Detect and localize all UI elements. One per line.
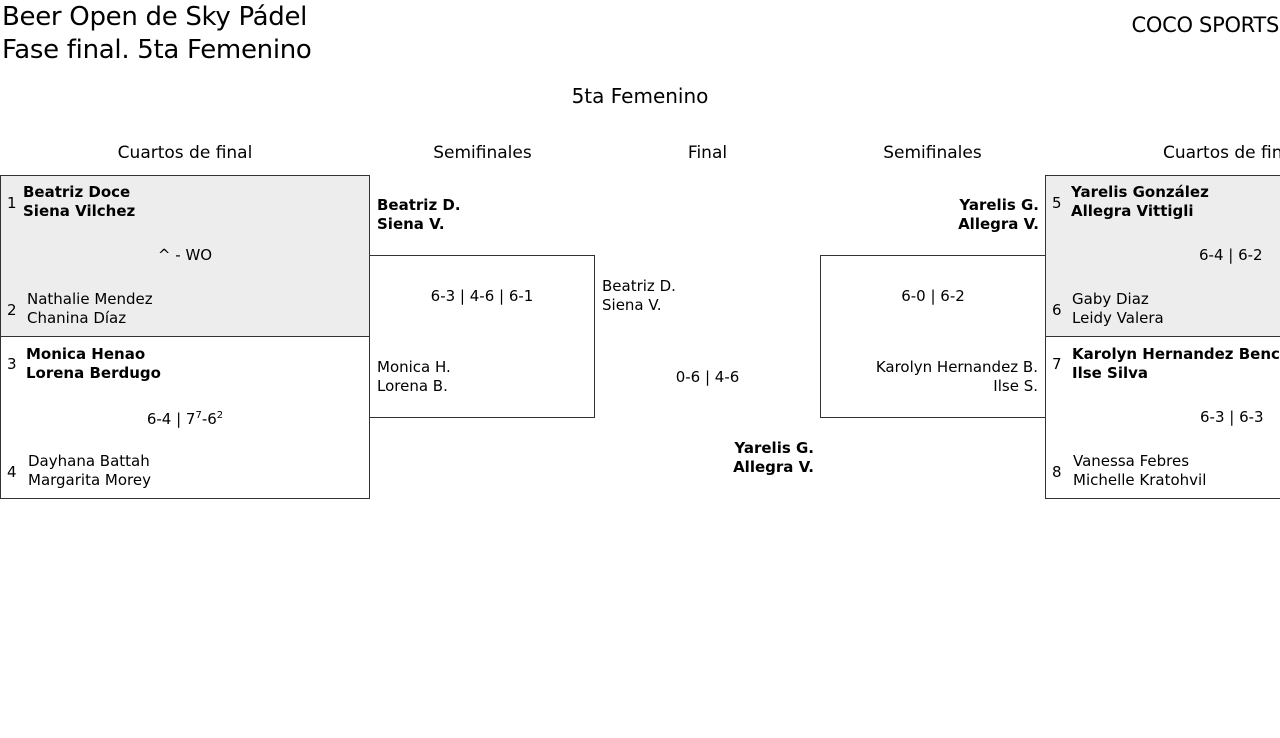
player-name: Beatriz D. bbox=[377, 196, 461, 214]
player-name: Yarelis G. bbox=[959, 196, 1039, 214]
player-name: Siena Vilchez bbox=[23, 202, 136, 220]
seed-number: 1 bbox=[7, 194, 17, 212]
left-qf-match-1[interactable] bbox=[0, 175, 370, 337]
match-score: ^ - WO bbox=[157, 246, 213, 264]
player-name: Lorena B. bbox=[377, 377, 448, 395]
round-header-right-semifinals: Semifinales bbox=[883, 143, 982, 163]
player-name: Siena V. bbox=[377, 215, 445, 233]
player-name: Ilse Silva bbox=[1072, 364, 1149, 382]
player-name: Monica H. bbox=[377, 358, 451, 376]
team-winner: Yarelis González Allegra Vittigli bbox=[1071, 183, 1209, 221]
match-score: 6-0 | 6-2 bbox=[901, 287, 965, 305]
phase-title: Fase final. 5ta Femenino bbox=[2, 35, 312, 65]
player-name: Beatriz D. bbox=[602, 277, 676, 295]
player-name: Nathalie Mendez bbox=[27, 290, 153, 308]
player-name: Vanessa Febres bbox=[1073, 452, 1190, 470]
left-sf-bottom-team: Monica H. Lorena B. bbox=[377, 358, 451, 396]
player-name: Allegra V. bbox=[958, 215, 1039, 233]
seed-number: 8 bbox=[1052, 463, 1062, 481]
team-loser: Gaby Diaz Leidy Valera bbox=[1072, 290, 1164, 328]
seed-number: 6 bbox=[1052, 301, 1062, 319]
seed-number: 7 bbox=[1052, 355, 1062, 373]
player-name: Monica Henao bbox=[26, 345, 146, 363]
seed-number: 2 bbox=[7, 301, 17, 319]
round-header-left-quarterfinals: Cuartos de final bbox=[117, 143, 253, 163]
player-name: Leidy Valera bbox=[1072, 309, 1164, 327]
team-winner: Monica Henao Lorena Berdugo bbox=[26, 345, 161, 383]
seed-number: 5 bbox=[1052, 194, 1062, 212]
right-qf-match-2[interactable] bbox=[1045, 336, 1280, 499]
player-name: Allegra Vittigli bbox=[1071, 202, 1194, 220]
player-name: Allegra V. bbox=[733, 458, 814, 476]
round-header-right-quarterfinals: Cuartos de fin bbox=[1163, 143, 1280, 163]
left-sf-top-team: Beatriz D. Siena V. bbox=[377, 196, 461, 234]
seed-number: 3 bbox=[7, 355, 17, 373]
team-winner: Karolyn Hernandez Bencom Ilse Silva bbox=[1072, 345, 1280, 383]
right-qf-match-1[interactable] bbox=[1045, 175, 1280, 337]
team-loser: Nathalie Mendez Chanina Díaz bbox=[27, 290, 153, 328]
player-name: Margarita Morey bbox=[28, 471, 151, 489]
player-name: Ilse S. bbox=[993, 377, 1038, 395]
brand-name: COCO SPORTS bbox=[1131, 13, 1279, 37]
player-name: Gaby Diaz bbox=[1072, 290, 1149, 308]
right-sf-bottom-team: Karolyn Hernandez B. Ilse S. bbox=[876, 358, 1038, 396]
player-name: Chanina Díaz bbox=[27, 309, 127, 327]
player-name: Karolyn Hernandez Bencom bbox=[1072, 345, 1280, 363]
match-score: 6-3 | 4-6 | 6-1 bbox=[430, 287, 534, 305]
team-loser: Dayhana Battah Margarita Morey bbox=[28, 452, 151, 490]
player-name: Yarelis González bbox=[1071, 183, 1209, 201]
player-name: Karolyn Hernandez B. bbox=[875, 358, 1038, 376]
match-score: 6-4 | 77-62 bbox=[146, 410, 224, 428]
team-winner: Beatriz Doce Siena Vilchez bbox=[23, 183, 135, 221]
match-score: 6-4 | 6-2 bbox=[1199, 246, 1263, 264]
seed-number: 4 bbox=[7, 463, 17, 481]
category-title: 5ta Femenino bbox=[571, 84, 709, 108]
match-score: 6-3 | 6-3 bbox=[1200, 408, 1264, 426]
round-header-final: Final bbox=[687, 143, 728, 163]
final-left-team: Beatriz D. Siena V. bbox=[602, 277, 676, 315]
left-sf-match[interactable] bbox=[369, 255, 595, 418]
player-name: Michelle Kratohvil bbox=[1073, 471, 1207, 489]
tournament-title: Beer Open de Sky Pádel bbox=[2, 2, 308, 32]
final-winner-team: Yarelis G. Allegra V. bbox=[733, 439, 814, 477]
final-score: 0-6 | 4-6 bbox=[675, 368, 740, 386]
team-loser: Vanessa Febres Michelle Kratohvil bbox=[1073, 452, 1206, 490]
player-name: Beatriz Doce bbox=[23, 183, 131, 201]
player-name: Yarelis G. bbox=[734, 439, 814, 457]
round-header-left-semifinals: Semifinales bbox=[433, 143, 532, 163]
player-name: Dayhana Battah bbox=[28, 452, 150, 470]
right-sf-top-team: Yarelis G. Allegra V. bbox=[958, 196, 1039, 234]
player-name: Siena V. bbox=[602, 296, 662, 314]
player-name: Lorena Berdugo bbox=[26, 364, 161, 382]
